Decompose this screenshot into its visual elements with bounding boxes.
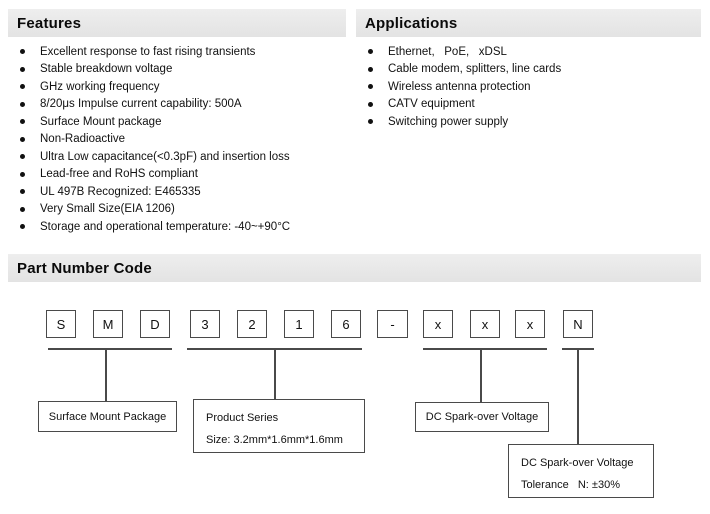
label-voltage-tolerance: DC Spark-over Voltage Tolerance N: ±30% <box>508 444 654 498</box>
list-item: Non-Radioactive <box>8 131 348 149</box>
list-item: GHz working frequency <box>8 78 348 96</box>
bullet-icon <box>20 171 25 177</box>
feature-text: Surface Mount package <box>40 115 162 128</box>
list-item: Stable breakdown voltage <box>8 61 348 79</box>
bullet-icon <box>368 84 373 90</box>
feature-text: 8/20μs Impulse current capability: 500A <box>40 98 242 111</box>
feature-text: Lead-free and RoHS compliant <box>40 168 198 181</box>
list-item: Excellent response to fast rising transi… <box>8 43 348 61</box>
list-item: Ethernet, PoE, xDSL <box>356 43 701 61</box>
list-item: UL 497B Recognized: E465335 <box>8 183 348 201</box>
label-text: Tolerance N: ±30% <box>521 479 620 491</box>
label-surface-mount-package: Surface Mount Package <box>38 401 177 432</box>
bullet-icon <box>368 119 373 125</box>
connector-line <box>577 348 579 444</box>
application-text: Ethernet, PoE, xDSL <box>388 45 507 58</box>
label-text: Surface Mount Package <box>48 410 167 423</box>
pn-char-box: - <box>377 310 408 338</box>
bullet-icon <box>368 49 373 55</box>
feature-text: Non-Radioactive <box>40 133 126 146</box>
list-item: Surface Mount package <box>8 113 348 131</box>
bullet-icon <box>368 66 373 72</box>
bracket-line <box>423 348 547 350</box>
pn-char-box: N <box>563 310 593 338</box>
list-item: Very Small Size(EIA 1206) <box>8 201 348 219</box>
pn-char-box: M <box>93 310 123 338</box>
feature-text: Ultra Low capacitance(<0.3pF) and insert… <box>40 150 290 163</box>
connector-line <box>480 348 482 402</box>
label-dc-spark-over-voltage: DC Spark-over Voltage <box>415 402 549 432</box>
pn-char-box: 3 <box>190 310 220 338</box>
list-item: CATV equipment <box>356 96 701 114</box>
pn-char-box: 6 <box>331 310 361 338</box>
pn-char-box: 1 <box>284 310 314 338</box>
label-product-series: Product Series Size: 3.2mm*1.6mm*1.6mm <box>193 399 365 453</box>
label-text: Size: 3.2mm*1.6mm*1.6mm <box>206 434 343 446</box>
application-text: Wireless antenna protection <box>388 80 531 93</box>
bullet-icon <box>20 101 25 107</box>
pn-char-box: x <box>423 310 453 338</box>
feature-text: UL 497B Recognized: E465335 <box>40 185 201 198</box>
list-item: Cable modem, splitters, line cards <box>356 61 701 79</box>
label-text: Product Series <box>206 412 279 424</box>
bullet-icon <box>20 136 25 142</box>
list-item: Switching power supply <box>356 113 701 131</box>
list-item: 8/20μs Impulse current capability: 500A <box>8 96 348 114</box>
feature-text: Stable breakdown voltage <box>40 63 173 76</box>
pn-char-box: S <box>46 310 76 338</box>
pn-char-box: x <box>470 310 500 338</box>
feature-text: Storage and operational temperature: -40… <box>40 220 291 233</box>
pn-char-box: 2 <box>237 310 267 338</box>
bullet-icon <box>20 49 25 55</box>
list-item: Lead-free and RoHS compliant <box>8 166 348 184</box>
bracket-line <box>48 348 172 350</box>
features-list: Excellent response to fast rising transi… <box>8 43 348 236</box>
bullet-icon <box>20 206 25 212</box>
application-text: Switching power supply <box>388 115 509 128</box>
connector-line <box>274 348 276 399</box>
feature-text: GHz working frequency <box>40 80 160 93</box>
features-title: Features <box>17 14 82 32</box>
applications-header-bar: Applications <box>356 9 701 37</box>
feature-text: Very Small Size(EIA 1206) <box>40 203 175 216</box>
applications-list: Ethernet, PoE, xDSL Cable modem, splitte… <box>356 43 701 131</box>
application-text: CATV equipment <box>388 98 475 111</box>
bullet-icon <box>368 101 373 107</box>
part-number-title: Part Number Code <box>17 259 152 277</box>
feature-text: Excellent response to fast rising transi… <box>40 45 256 58</box>
connector-line <box>105 348 107 401</box>
application-text: Cable modem, splitters, line cards <box>388 63 562 76</box>
bullet-icon <box>20 66 25 72</box>
bullet-icon <box>20 189 25 195</box>
list-item: Storage and operational temperature: -40… <box>8 218 348 236</box>
applications-title: Applications <box>365 14 458 32</box>
pn-char-box: D <box>140 310 170 338</box>
features-header-bar: Features <box>8 9 346 37</box>
bullet-icon <box>20 84 25 90</box>
bullet-icon <box>20 154 25 160</box>
pn-char-box: x <box>515 310 545 338</box>
bullet-icon <box>20 224 25 230</box>
list-item: Ultra Low capacitance(<0.3pF) and insert… <box>8 148 348 166</box>
bullet-icon <box>20 119 25 125</box>
label-text: DC Spark-over Voltage <box>425 411 539 423</box>
label-text: DC Spark-over Voltage <box>521 457 634 469</box>
list-item: Wireless antenna protection <box>356 78 701 96</box>
part-number-header-bar: Part Number Code <box>8 254 701 282</box>
